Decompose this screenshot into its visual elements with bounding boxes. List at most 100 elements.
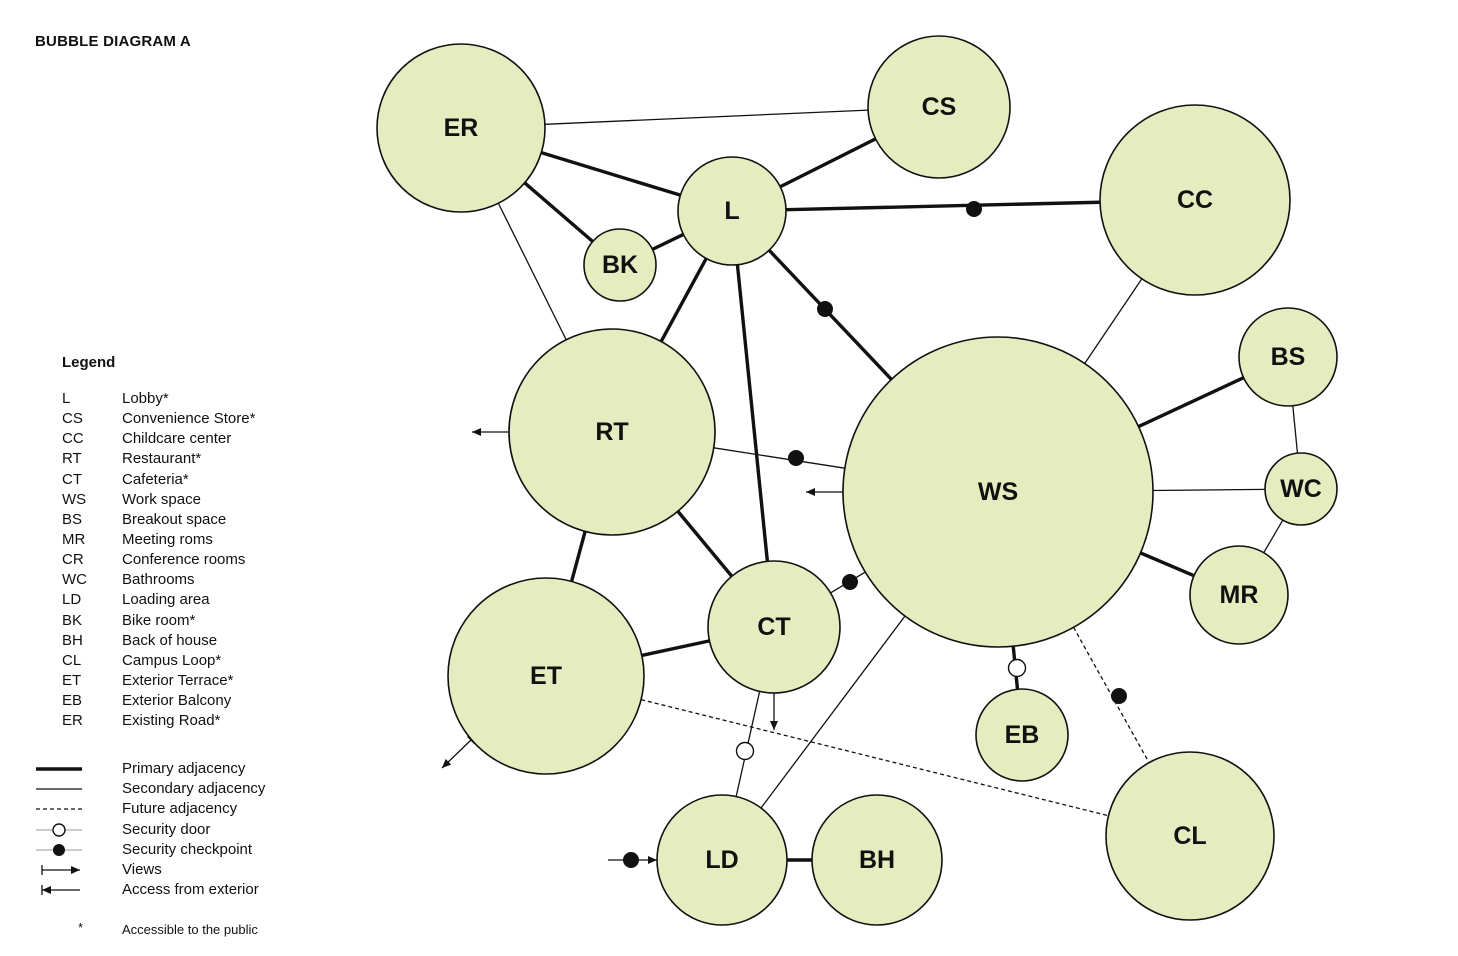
legend-space-name: Campus Loop* — [122, 651, 222, 669]
bubble-label-l: L — [724, 197, 739, 225]
access-arrow-symbol — [41, 885, 80, 896]
connection-cs-l — [779, 137, 877, 189]
bubble-label-et: ET — [530, 662, 562, 690]
bubble-rt: RT — [508, 328, 716, 536]
bubble-cc: CC — [1099, 104, 1291, 296]
connection-bs-wc — [1292, 405, 1299, 454]
bubble-circle-ct — [707, 560, 841, 694]
security-checkpoint-rt-ws — [788, 450, 804, 466]
legend-abbreviation: BK — [62, 611, 83, 629]
bubble-label-wc: WC — [1280, 475, 1322, 503]
connection-rt-ws — [713, 447, 845, 469]
legend-abbreviation: ET — [62, 671, 82, 689]
connection-l-bk — [651, 232, 685, 251]
legend-row: CS Convenience Store* — [62, 409, 322, 429]
legend-abbreviation: CT — [62, 470, 82, 488]
legend-space-name: Lobby* — [122, 390, 169, 407]
legend-abbreviation: BS — [62, 510, 83, 528]
bubble-circle-bk — [583, 228, 657, 302]
legend-space-name: Exterior Terrace* — [122, 671, 234, 689]
bubble-label-bh: BH — [859, 846, 895, 874]
legend-key-row: Security door — [34, 820, 294, 840]
bubble-circle-bs — [1238, 307, 1338, 407]
legend-abbreviation: EB — [62, 692, 83, 710]
connection-l-ct — [735, 264, 770, 562]
bubble-bs: BS — [1238, 307, 1338, 407]
legend-abbreviation: ER — [62, 712, 83, 730]
bubble-circle-cl — [1105, 751, 1275, 921]
security-door-ct-ld — [735, 741, 755, 761]
connection-cc-ws — [1084, 278, 1143, 364]
legend-key-row: Security checkpoint — [34, 840, 294, 860]
legend-space-name: Breakout space — [122, 510, 227, 528]
bubble-circle-cc — [1099, 104, 1291, 296]
secondary-line-symbol — [36, 788, 82, 790]
legend-abbreviation: MR — [62, 530, 86, 548]
bubble-circle-et — [447, 577, 645, 775]
legend-key-row: Primary adjacency — [34, 759, 294, 779]
bubble-circle-eb — [975, 688, 1069, 782]
legend-row: BK Bike room* — [62, 611, 322, 631]
connection-ws-bs — [1137, 376, 1245, 429]
connection-ws-wc — [1152, 488, 1266, 492]
legend-key-name: Security door — [122, 820, 211, 838]
bubble-label-eb: EB — [1005, 721, 1040, 749]
legend-abbreviation: CR — [62, 551, 84, 569]
bubble-er: ER — [376, 43, 546, 213]
bubble-circle-rt — [508, 328, 716, 536]
connection-er-cs — [544, 109, 869, 125]
legend-abbreviation: WS — [62, 490, 87, 508]
bubble-label-cc: CC — [1177, 186, 1213, 214]
legend-space-name: Bathrooms — [122, 571, 195, 589]
public-asterisk: * — [78, 920, 84, 935]
legend-abbreviation: L — [62, 390, 71, 407]
legend-key-name: Future adjacency — [122, 800, 238, 818]
legend-key-row: Future adjacency — [34, 799, 294, 819]
legend-abbreviation: CL — [62, 651, 82, 669]
view-arrow-symbol — [41, 864, 80, 875]
bubble-wc: WC — [1264, 452, 1338, 526]
legend-row: BS Breakout space — [62, 510, 322, 530]
bubble-ld: LD — [656, 794, 788, 926]
legend-key-row: Views — [34, 860, 294, 880]
security-checkpoint-l-cc — [966, 201, 982, 217]
connection-er-rt — [497, 202, 567, 341]
legend-space-name: Work space — [122, 490, 201, 508]
legend-space-name: Childcare center — [122, 430, 232, 448]
bubble-eb: EB — [975, 688, 1069, 782]
bubble-label-er: ER — [444, 114, 479, 142]
bubble-et: ET — [447, 577, 645, 775]
legend-row: ET Exterior Terrace* — [62, 671, 322, 691]
legend-key-name: Access from exterior — [122, 881, 259, 899]
bubble-label-rt: RT — [595, 418, 628, 446]
bubble-ws: WS — [842, 336, 1154, 648]
legend-space-name: Convenience Store* — [122, 410, 256, 428]
bubble-circle-wc — [1264, 452, 1338, 526]
bubble-label-ct: CT — [757, 613, 790, 641]
connection-ws-ld — [760, 615, 906, 809]
diagram-title: BUBBLE DIAGRAM A — [35, 33, 191, 50]
bubble-ct: CT — [707, 560, 841, 694]
legend-key-name: Primary adjacency — [122, 760, 246, 777]
bubble-circle-ws — [842, 336, 1154, 648]
bubble-bk: BK — [583, 228, 657, 302]
bubble-circle-bh — [811, 794, 943, 926]
dashed-line-symbol — [36, 808, 82, 811]
legend-abbreviation: CS — [62, 410, 83, 428]
legend-space-name: Restaurant* — [122, 450, 202, 468]
filled-circle-symbol — [36, 843, 82, 856]
legend-row: L Lobby* — [62, 389, 322, 409]
bubble-label-ld: LD — [705, 846, 738, 874]
bubble-cs: CS — [867, 35, 1011, 179]
legend-space-name: Bike room* — [122, 611, 196, 629]
public-note-text: Accessible to the public — [122, 922, 258, 937]
legend-space-name: Meeting roms — [122, 530, 213, 548]
bubble-bh: BH — [811, 794, 943, 926]
primary-line-symbol — [36, 767, 82, 771]
